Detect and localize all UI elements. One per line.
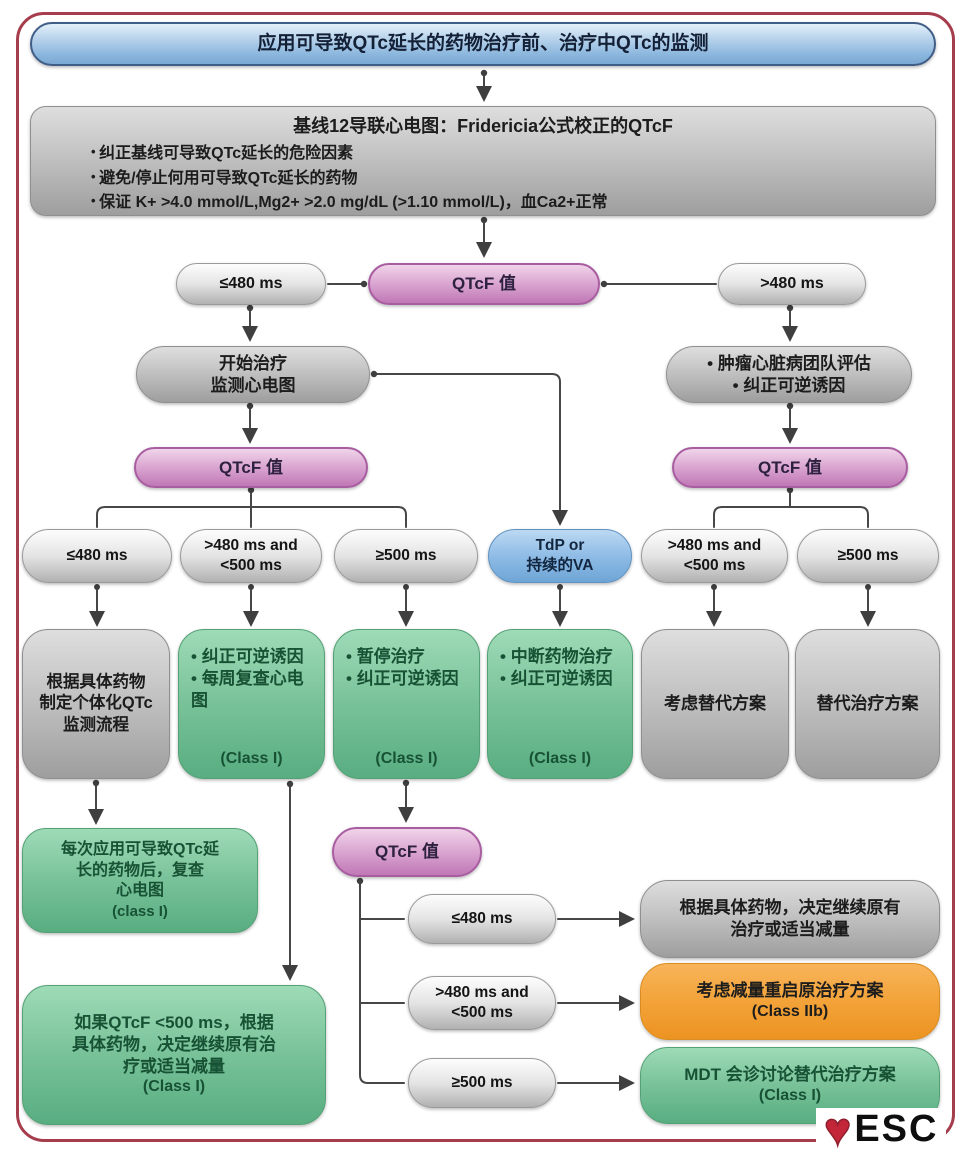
- action-line: 监测流程: [63, 715, 129, 734]
- action-label: 考虑替代方案: [664, 694, 766, 714]
- action-bullet: 纠正可逆诱因: [191, 646, 316, 668]
- pill-label: ≥500 ms: [451, 1074, 513, 1092]
- pill-label: >480 ms: [760, 274, 824, 292]
- pill-tdp-va: TdP or 持续的VA: [488, 529, 632, 583]
- followup-ecg-box: 每次应用可导致QTc延 长的药物后，复查 心电图 (class I): [22, 828, 258, 933]
- outcome-continue-or-reduce: 根据具体药物，决定继续原有 治疗或适当减量: [640, 880, 940, 958]
- pill-le480: ≤480 ms: [22, 529, 172, 583]
- pill-le480-bottom: ≤480 ms: [408, 894, 556, 944]
- decision-label: QTcF 值: [452, 274, 516, 294]
- outer-red-border: [16, 12, 955, 1142]
- class-label: (Class I): [142, 1078, 206, 1096]
- action-bullet: 纠正可逆诱因: [346, 668, 471, 690]
- if-qtcf-below-500-box: 如果QTcF <500 ms，根据 具体药物，决定继续原有治 疗或适当减量 (C…: [22, 985, 326, 1125]
- action-individualized-monitoring: 根据具体药物 制定个体化QTc 监测流程: [22, 629, 170, 779]
- pill-label: ≤480 ms: [451, 910, 513, 928]
- pill-label: <500 ms: [451, 1004, 513, 1021]
- outcome-line: 根据具体药物，决定继续原有: [679, 898, 901, 918]
- action-bullet: 纠正可逆诱因: [500, 668, 624, 690]
- outcome-restart-reduced-dose: 考虑减量重启原治疗方案 (Class IIb): [640, 963, 940, 1040]
- action-bullet: 暂停治疗: [346, 646, 471, 668]
- pill-label: TdP or: [535, 537, 585, 555]
- heart-icon: ♥: [823, 1102, 852, 1155]
- esc-logo-text: ESC: [854, 1108, 939, 1150]
- action-consider-alternative: 考虑替代方案: [641, 629, 789, 779]
- pill-label: <500 ms: [683, 557, 746, 574]
- class-label: (Class I): [528, 749, 592, 767]
- outcome-line: 考虑减量重启原治疗方案: [696, 981, 884, 1001]
- followup-line: 每次应用可导致QTc延: [61, 841, 219, 859]
- pill-label: >480 ms and: [667, 537, 762, 555]
- pill-label: 持续的VA: [526, 557, 594, 574]
- decision-qtcf-2: QTcF 值: [134, 447, 368, 488]
- decision-qtcf-4: QTcF 值: [332, 827, 482, 877]
- pill-label: >480 ms and: [204, 537, 298, 555]
- baseline-title: 基线12导联心电图：Fridericia公式校正的QTcF: [293, 116, 673, 136]
- class-label: (Class I): [758, 1087, 822, 1105]
- pill-label: ≥500 ms: [837, 547, 899, 565]
- pill-480-500-bottom: >480 ms and <500 ms: [408, 976, 556, 1030]
- bottom-left-line: 如果QTcF <500 ms，根据: [74, 1013, 274, 1033]
- pill-label: ≤480 ms: [219, 274, 283, 292]
- pill-label: ≥500 ms: [375, 547, 437, 565]
- start-line: 监测心电图: [210, 375, 296, 395]
- pill-label: <500 ms: [220, 557, 282, 574]
- team-bullet: 肿瘤心脏病团队评估: [707, 353, 871, 375]
- cardio-oncology-team-box: 肿瘤心脏病团队评估 纠正可逆诱因: [666, 346, 912, 403]
- flowchart-title-text: 应用可导致QTc延长的药物治疗前、治疗中QTc的监测: [257, 32, 709, 54]
- baseline-bullet: 保证 K+ >4.0 mmol/L,Mg2+ >2.0 mg/dL (>1.10…: [55, 193, 911, 213]
- decision-label: QTcF 值: [758, 457, 822, 477]
- action-bullet: 中断药物治疗: [500, 646, 624, 668]
- outcome-mdt-discussion: MDT 会诊讨论替代治疗方案 (Class I): [640, 1047, 940, 1124]
- pill-label: ≤480 ms: [66, 547, 128, 565]
- pill-ge500: ≥500 ms: [334, 529, 478, 583]
- class-label: (Class I): [375, 749, 438, 767]
- decision-qtcf-1: QTcF 值: [368, 263, 600, 305]
- action-line: 根据具体药物: [46, 673, 146, 692]
- esc-logo: ♥ ESC: [816, 1102, 947, 1155]
- baseline-bullet: 纠正基线可导致QTc延长的危险因素: [55, 144, 911, 164]
- pill-480-500-right: >480 ms and <500 ms: [641, 529, 788, 583]
- baseline-ecg-box: 基线12导联心电图：Fridericia公式校正的QTcF 纠正基线可导致QTc…: [30, 106, 936, 216]
- decision-qtcf-3: QTcF 值: [672, 447, 908, 488]
- flowchart-title: 应用可导致QTc延长的药物治疗前、治疗中QTc的监测: [30, 22, 936, 66]
- pill-label: >480 ms and: [435, 984, 529, 1002]
- followup-line: 长的药物后，复查: [75, 861, 204, 879]
- start-line: 开始治疗: [219, 353, 287, 373]
- outcome-line: MDT 会诊讨论替代治疗方案: [684, 1065, 896, 1085]
- action-label: 替代治疗方案: [816, 694, 919, 714]
- action-bullet: 每周复查心电图: [191, 668, 316, 712]
- team-bullet: 纠正可逆诱因: [733, 375, 845, 397]
- pill-ge500-bottom: ≥500 ms: [408, 1058, 556, 1108]
- bottom-left-line: 具体药物，决定继续原有治: [72, 1034, 276, 1054]
- decision-label: QTcF 值: [375, 842, 439, 862]
- action-pause-treatment: 暂停治疗 纠正可逆诱因 (Class I): [333, 629, 480, 779]
- class-label: (Class IIb): [751, 1003, 829, 1021]
- pill-gt480-initial: >480 ms: [718, 263, 866, 305]
- class-label: (class I): [112, 902, 168, 920]
- pill-480-500: >480 ms and <500 ms: [180, 529, 322, 583]
- start-treatment-box: 开始治疗 监测心电图: [136, 346, 370, 403]
- action-alternative-therapy: 替代治疗方案: [795, 629, 940, 779]
- pill-ge500-right: ≥500 ms: [797, 529, 939, 583]
- outcome-line: 治疗或适当减量: [730, 920, 850, 939]
- action-correct-weekly-ecg: 纠正可逆诱因 每周复查心电图 (Class I): [178, 629, 325, 779]
- baseline-bullet: 避免/停止何用可导致QTc延长的药物: [55, 169, 911, 189]
- action-line: 制定个体化QTc: [39, 694, 153, 713]
- pill-le480-initial: ≤480 ms: [176, 263, 326, 305]
- class-label: (Class I): [220, 749, 283, 767]
- action-interrupt-drug: 中断药物治疗 纠正可逆诱因 (Class I): [487, 629, 633, 779]
- bottom-left-line: 疗或适当减量: [123, 1056, 225, 1076]
- decision-label: QTcF 值: [219, 457, 283, 477]
- followup-line: 心电图: [115, 882, 164, 900]
